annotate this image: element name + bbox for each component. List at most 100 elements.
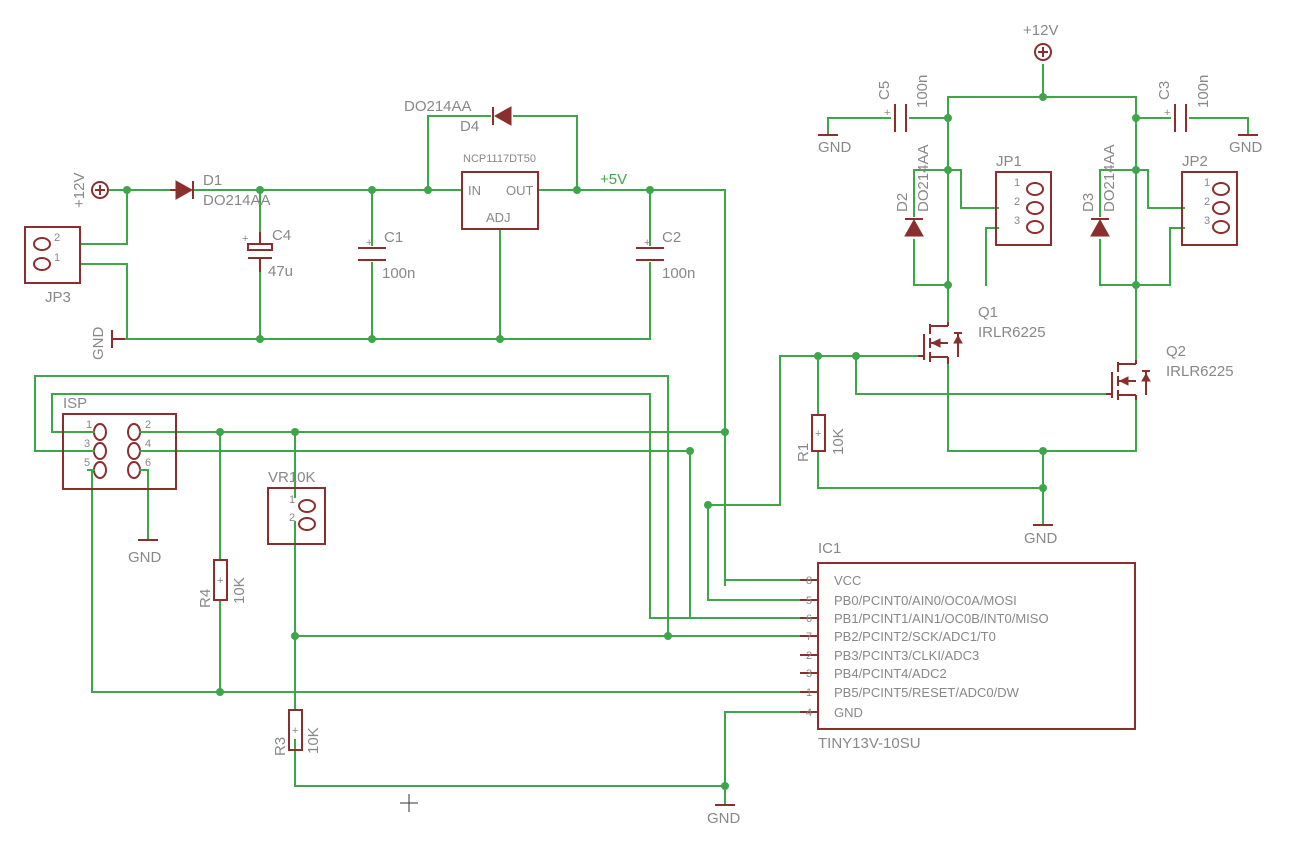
c5-value: 100n	[914, 75, 931, 108]
isp-pin-4: 4	[145, 438, 151, 450]
jp2-pin-2: 2	[1204, 196, 1210, 208]
gnd-symbol-c3: GND	[1229, 134, 1263, 156]
d3-name: D3	[1080, 193, 1097, 212]
gnd-symbol-jp3: GND	[90, 327, 125, 361]
q2-value: IRLR6225	[1166, 363, 1234, 380]
jp1-pin-3: 3	[1014, 215, 1020, 227]
reg-value: NCP1117DT50	[463, 153, 536, 165]
q1-name: Q1	[978, 304, 998, 321]
jp2-pin-1: 1	[1204, 177, 1210, 189]
ic-pin-number: 1	[806, 687, 812, 699]
ic-pin-number: 7	[806, 631, 812, 643]
c3-name: C3	[1156, 81, 1173, 100]
ic-pin-number: 6	[806, 613, 812, 625]
gnd-jp3-label: GND	[90, 327, 107, 361]
d2-value: DO214AA	[915, 144, 932, 212]
connector-jp1: 1 2 3 JP1	[995, 153, 1052, 246]
q1-value: IRLR6225	[978, 324, 1046, 341]
ic-pin-name: PB3/PCINT3/CLKI/ADC3	[834, 648, 979, 663]
r1-value: 10K	[830, 428, 847, 455]
ic-value: TINY13V-10SU	[818, 735, 921, 752]
isp-pin-5: 5	[84, 457, 90, 469]
isp-name: ISP	[63, 395, 87, 412]
c3-value: 100n	[1195, 75, 1212, 108]
ic-name: IC1	[818, 540, 841, 557]
diode-d2: D2 DO214AA	[894, 144, 932, 237]
jp3-name: JP3	[45, 289, 71, 306]
gnd-q-label: GND	[1024, 530, 1058, 547]
gnd-symbol-q: GND	[1024, 524, 1058, 547]
vr-pin-2: 2	[289, 512, 295, 524]
plus12-left-label: +12V	[71, 173, 88, 208]
ic-pin-name: PB1/PCINT1/AIN1/OC0B/INT0/MISO	[834, 611, 1049, 626]
r1-name: R1	[795, 443, 812, 462]
d1-value: DO214AA	[203, 192, 271, 209]
gnd-c3-label: GND	[1229, 139, 1263, 156]
svg-text:+: +	[815, 428, 821, 440]
capacitor-c5: + C5 100n	[876, 75, 931, 132]
capacitor-c4: + C4 47u	[242, 227, 293, 280]
reg-in: IN	[468, 183, 481, 198]
diode-d4: DO214AA D4	[404, 98, 512, 135]
supply-plus12-top: +12V	[1023, 22, 1058, 61]
trimmer-vr10k: 1 2 VR10K	[267, 469, 326, 545]
gnd-c5-label: GND	[818, 139, 852, 156]
ic-pin-name: VCC	[834, 573, 861, 588]
ic-pin-name: PB4/PCINT4/ADC2	[834, 666, 947, 681]
r3-name: R3	[272, 737, 289, 756]
svg-text:+: +	[884, 107, 890, 119]
connector-isp: 1 2 3 4 5 6 ISP	[62, 395, 177, 490]
c4-name: C4	[272, 227, 291, 244]
c5-name: C5	[876, 81, 893, 100]
c1-value: 100n	[382, 265, 415, 282]
regulator-ncp1117: NCP1117DT50 IN OUT ADJ	[461, 153, 539, 230]
vr-name: VR10K	[268, 469, 316, 486]
d3-value: DO214AA	[1101, 144, 1118, 212]
gnd-symbol-bottom: GND	[707, 804, 741, 827]
jp3-pin-2: 2	[54, 232, 60, 244]
connector-jp3: 2 1 JP3	[24, 226, 81, 306]
svg-text:+: +	[292, 725, 298, 737]
connector-jp2: 1 2 3 JP2	[1181, 153, 1238, 246]
ic-pin-number: 4	[806, 707, 812, 719]
jp1-pin-1: 1	[1014, 177, 1020, 189]
ic-pin-name: GND	[834, 705, 863, 720]
ic-pin-number: 8	[806, 575, 812, 587]
reg-adj: ADJ	[486, 210, 511, 225]
jp3-pin-1: 1	[54, 252, 60, 264]
gnd-symbol-isp: GND	[128, 539, 162, 566]
resistor-r1: + R1 10K	[795, 414, 847, 462]
isp-pin-2: 2	[145, 419, 151, 431]
diode-d3: D3 DO214AA	[1080, 144, 1118, 237]
gnd-bottom-label: GND	[707, 810, 741, 827]
d4-value: DO214AA	[404, 98, 472, 115]
jp2-name: JP2	[1182, 153, 1208, 170]
supply-plus12-left: +12V	[71, 173, 109, 208]
gnd-isp-label: GND	[128, 549, 162, 566]
isp-pin-1: 1	[86, 419, 92, 431]
c4-plus: +	[242, 233, 248, 245]
resistor-r3: + R3 10K	[272, 709, 322, 756]
plus12-top-label: +12V	[1023, 22, 1058, 39]
svg-text:+: +	[1164, 107, 1170, 119]
jp2-pin-3: 3	[1204, 215, 1210, 227]
r4-name: R4	[197, 589, 214, 608]
d2-name: D2	[894, 193, 911, 212]
ic-pin-number: 5	[806, 595, 812, 607]
jp1-name: JP1	[996, 153, 1022, 170]
capacitor-c3: + C3 100n	[1156, 75, 1212, 132]
isp-pin-3: 3	[84, 438, 90, 450]
d4-name: D4	[460, 118, 479, 135]
cursor-crosshair-icon	[400, 794, 418, 812]
supply-plus5: +5V	[600, 171, 627, 188]
c1-name: C1	[384, 229, 403, 246]
resistor-r4: + R4 10K	[197, 559, 248, 608]
mosfet-q1: Q1 IRLR6225	[918, 304, 1046, 364]
capacitor-c2: + C2 100n	[636, 229, 695, 282]
isp-pin-6: 6	[145, 457, 151, 469]
r4-value: 10K	[231, 577, 248, 604]
ic-pin-name: PB2/PCINT2/SCK/ADC1/T0	[834, 629, 996, 644]
